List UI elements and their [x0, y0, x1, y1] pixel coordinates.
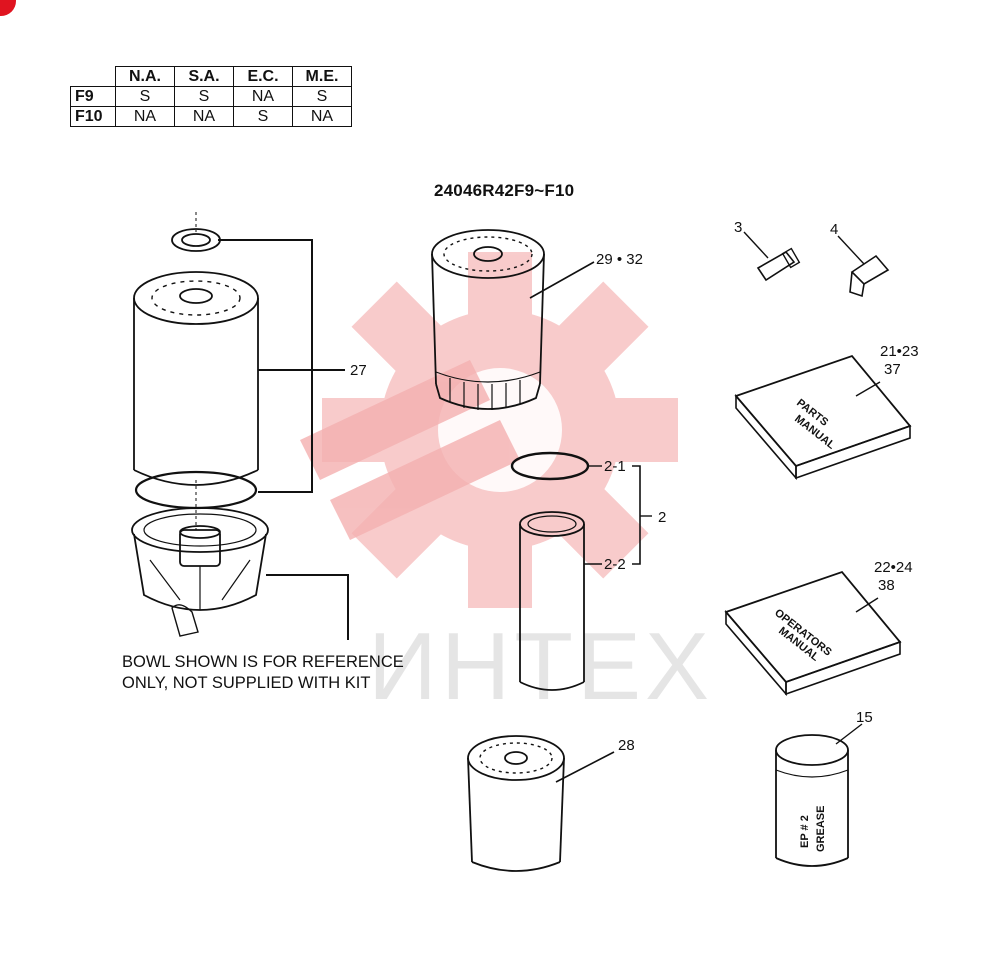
kit-code-title: 24046R42F9~F10: [434, 181, 575, 200]
callout-3: 3: [734, 219, 742, 236]
callout-28: 28: [618, 737, 635, 754]
operators-manual-book: [724, 570, 902, 697]
filter-base: [435, 383, 541, 410]
callout-37: 37: [884, 361, 901, 378]
table-cell: NA: [115, 106, 175, 127]
element-2-2-bottom: [519, 681, 585, 691]
can-lid: [775, 734, 849, 766]
callout-leader-22-24: [855, 597, 879, 613]
filter-side-right: [539, 253, 545, 385]
availability-table: N.A. S.A. E.C. M.E. F9 S S NA S F10 NA N…: [70, 66, 352, 127]
fitting-4-body: [850, 254, 890, 286]
fitting-3: [743, 231, 801, 282]
callout-38: 38: [878, 577, 895, 594]
book-cover: [724, 570, 902, 684]
callout-21-23: 21•23: [880, 343, 919, 360]
table-row: F10 NA NA S NA: [70, 106, 352, 127]
callout-leader-21-23: [855, 381, 881, 397]
callout-4: 4: [830, 221, 838, 238]
bowl-drain-valve: [171, 604, 199, 637]
filter-cartridge-bottom: [133, 469, 259, 486]
callout-29-32: 29 • 32: [596, 251, 643, 268]
reference-note-line-2: ONLY, NOT SUPPLIED WITH KIT: [122, 674, 371, 692]
spin-on-filter-29-32: [431, 229, 595, 410]
watermark-text: ИНТЕХ: [368, 613, 714, 720]
grease-label-2: GREASE: [815, 806, 827, 852]
filter-side-right: [559, 757, 565, 863]
callout-2-1: 2-1: [604, 458, 626, 475]
column-header-me: M.E.: [292, 66, 352, 87]
reference-note-line-1: BOWL SHOWN IS FOR REFERENCE: [122, 653, 404, 671]
availability-header-row: N.A. S.A. E.C. M.E.: [70, 66, 352, 87]
table-cell: NA: [174, 106, 234, 127]
parts-manual-book: [734, 354, 912, 481]
fitting-4: [837, 235, 890, 298]
row-label-f10: F10: [70, 106, 116, 127]
note-leader: [266, 574, 349, 640]
bowl-o-ring: [134, 470, 258, 510]
callout-leader-29-32: [529, 261, 595, 299]
grease-can-15: [775, 723, 863, 867]
column-header-ec: E.C.: [233, 66, 293, 87]
callout-leader-28: [555, 751, 615, 783]
callout-15: 15: [856, 709, 873, 726]
filter-side-left: [431, 253, 437, 385]
reference-note: BOWL SHOWN IS FOR REFERENCE ONLY, NOT SU…: [122, 652, 404, 694]
callout-bracket-27: [218, 239, 313, 493]
fuel-filter-assembly: [131, 212, 349, 640]
o-ring-2-1: [510, 451, 590, 481]
grease-label-1: EP # 2: [799, 815, 811, 848]
table-row: F9 S S NA S: [70, 86, 352, 107]
callout-2-2: 2-2: [604, 556, 626, 573]
filter-cartridge-port: [179, 288, 213, 304]
element-kit-2: [510, 451, 652, 691]
spin-on-filter-28: [467, 735, 615, 872]
callout-leader-15: [835, 723, 863, 745]
filter-seal-ring-inner: [181, 233, 211, 247]
filter-side-left: [467, 757, 473, 863]
callout-22-24: 22•24: [874, 559, 913, 576]
bracket-2: [632, 465, 641, 565]
table-cell: NA: [292, 106, 352, 127]
callout-27: 27: [350, 362, 367, 379]
filter-top: [467, 735, 565, 781]
fitting-3-body: [756, 250, 796, 282]
bowl-rim: [131, 507, 269, 553]
callout-2: 2: [658, 509, 666, 526]
watermark-stripes: [300, 360, 520, 540]
filter-seal-ring: [171, 228, 221, 252]
